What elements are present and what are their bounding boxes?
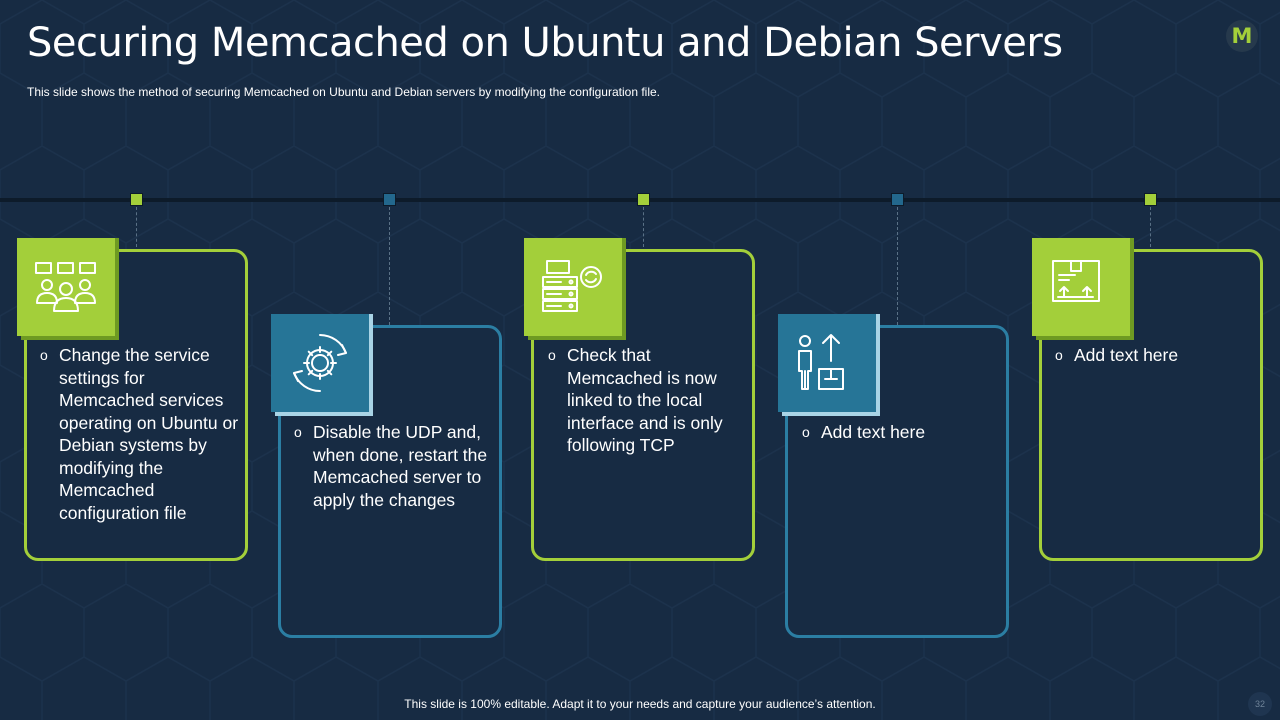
step-icon-box-2 — [271, 314, 369, 412]
step-text-content: Add text here — [1074, 345, 1179, 365]
step-text-content: Change the service settings for Memcache… — [59, 345, 239, 523]
gear-refresh-icon — [293, 334, 347, 392]
package-box-icon — [1052, 260, 1100, 302]
footer-note: This slide is 100% editable. Adapt it to… — [404, 697, 876, 711]
timeline-connector-1 — [136, 207, 137, 247]
timeline-connector-4 — [897, 207, 898, 325]
person-box-upload-icon — [798, 334, 844, 390]
step-text-content: Add text here — [821, 422, 926, 442]
step-text-1: o Change the service settings for Memcac… — [40, 344, 239, 524]
timeline-node-2 — [383, 193, 396, 206]
timeline-connector-2 — [389, 207, 390, 325]
timeline-connector-5 — [1150, 207, 1151, 247]
slide-title: Securing Memcached on Ubuntu and Debian … — [27, 20, 1063, 66]
timeline-node-4 — [891, 193, 904, 206]
step-icon-box-4 — [778, 314, 876, 412]
timeline-connector-3 — [643, 207, 644, 247]
bullet-marker: o — [802, 424, 810, 440]
step-text-5: o Add text here — [1055, 344, 1254, 367]
step-text-3: o Check that Memcached is now linked to … — [548, 344, 747, 457]
step-icon-box-3 — [524, 238, 622, 336]
bullet-marker: o — [1055, 347, 1063, 363]
timeline-node-5 — [1144, 193, 1157, 206]
timeline-node-1 — [130, 193, 143, 206]
step-icon-box-5 — [1032, 238, 1130, 336]
page-number: 32 — [1248, 692, 1272, 716]
step-text-content: Check that Memcached is now linked to th… — [567, 345, 723, 455]
bullet-marker: o — [294, 424, 302, 440]
slide-subtitle: This slide shows the method of securing … — [27, 85, 661, 99]
bullet-marker: o — [548, 347, 556, 363]
team-meeting-icon — [35, 262, 96, 312]
step-icon-box-1 — [17, 238, 115, 336]
step-text-content: Disable the UDP and, when done, restart … — [313, 422, 488, 510]
logo-letter: M — [1231, 24, 1253, 48]
server-sync-icon — [542, 260, 602, 312]
timeline-node-3 — [637, 193, 650, 206]
company-logo: M — [1226, 20, 1258, 52]
bullet-marker: o — [40, 347, 48, 363]
step-text-2: o Disable the UDP and, when done, restar… — [294, 421, 493, 511]
step-text-4: o Add text here — [802, 421, 1001, 444]
